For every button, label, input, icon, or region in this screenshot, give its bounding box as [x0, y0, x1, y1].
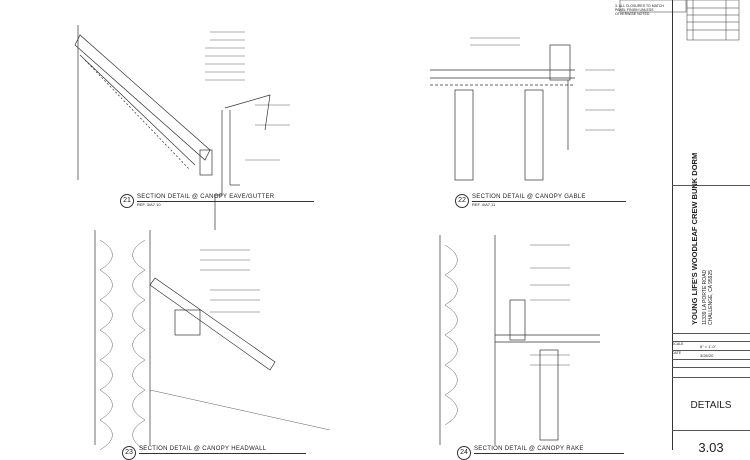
sheet-title: DETAILS — [690, 400, 732, 411]
divider — [672, 185, 750, 186]
detail-22-drawing — [430, 37, 615, 181]
scale-label: SCALE — [672, 342, 684, 346]
title-row — [672, 377, 750, 378]
sheet-note: 3. ALL CLOSURES TO MATCH PANEL FINISH UN… — [615, 4, 670, 16]
revision-grid — [619, 0, 740, 41]
sheet-number: 3.03 — [698, 440, 724, 455]
detail-ref: REF. 3/A7.10 — [137, 202, 161, 207]
detail-24-drawing — [439, 235, 600, 445]
note-number: 3. — [615, 4, 618, 8]
job-row — [672, 333, 750, 342]
detail-title: SECTION DETAIL @ CANOPY GABLE — [472, 194, 626, 202]
sheet-row — [672, 430, 750, 431]
detail-23-drawing — [94, 230, 331, 450]
project-info: YOUNG LIFE'S WOODLEAF CREW BUNK DORM 113… — [690, 153, 730, 325]
detail-number-bubble: 24 — [457, 446, 471, 460]
date-row: DATE — [672, 350, 750, 360]
detail-title: SECTION DETAIL @ CANOPY EAVE/GUTTER — [137, 194, 315, 202]
detail-number-bubble: 23 — [122, 446, 136, 460]
detail-drawings — [74, 0, 740, 450]
drawn-row — [672, 359, 750, 368]
detail-ref: REF. 4/A7.11 — [472, 202, 496, 207]
detail-title: SECTION DETAIL @ CANOPY RAKE — [474, 446, 624, 454]
detail-24-title: 24 SECTION DETAIL @ CANOPY RAKE — [457, 446, 624, 460]
address-line2: CHALLENGE, CA 95925 — [708, 269, 714, 325]
detail-number-bubble: 21 — [120, 194, 134, 208]
scale-row: SCALE — [672, 341, 750, 351]
project-name: YOUNG LIFE'S WOODLEAF CREW BUNK DORM — [690, 152, 699, 325]
date-label: DATE — [672, 351, 682, 355]
title-block — [672, 0, 750, 450]
scale-value: 6" = 1'-0" — [700, 344, 717, 349]
file-row — [672, 367, 750, 378]
date-value: 3/26/20 — [700, 353, 714, 358]
detail-number-bubble: 22 — [455, 194, 469, 208]
detail-21-drawing — [74, 25, 290, 230]
note-text: ALL CLOSURES TO MATCH PANEL FINISH UNLES… — [615, 4, 664, 16]
detail-23-title: 23 SECTION DETAIL @ CANOPY HEADWALL — [122, 446, 307, 460]
detail-title: SECTION DETAIL @ CANOPY HEADWALL — [139, 446, 307, 454]
